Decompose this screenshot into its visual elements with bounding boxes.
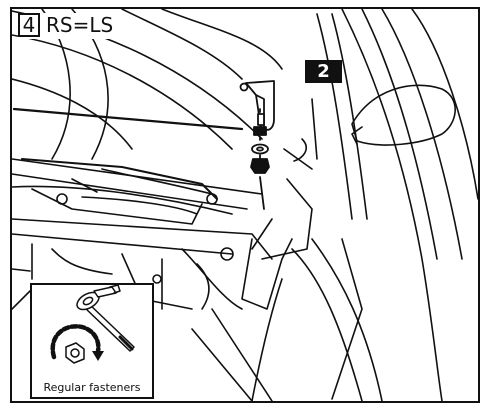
fastener-stack [250, 108, 270, 210]
hex-nut-icon [65, 342, 85, 364]
counterclockwise-arrow-icon [50, 324, 101, 360]
step-header: 4 RS=LS [18, 13, 118, 39]
hood-prop-rod [12, 107, 244, 131]
engine-bay-illustration [12, 9, 478, 401]
a-pillar [341, 9, 443, 401]
inset-caption: Regular fasteners [43, 381, 141, 394]
side-mirror [351, 84, 456, 146]
fastener-inset: Regular fasteners [30, 283, 154, 399]
ratchet-wrench-icon [76, 285, 135, 352]
side-note: RS=LS [46, 13, 114, 37]
part-callout: 2 [305, 60, 342, 83]
step-number: 4 [18, 13, 40, 37]
arrow-head-icon [92, 351, 104, 361]
instruction-frame: 4 RS=LS 2 Regular fasteners [10, 7, 480, 403]
wiper-arm [21, 158, 218, 200]
